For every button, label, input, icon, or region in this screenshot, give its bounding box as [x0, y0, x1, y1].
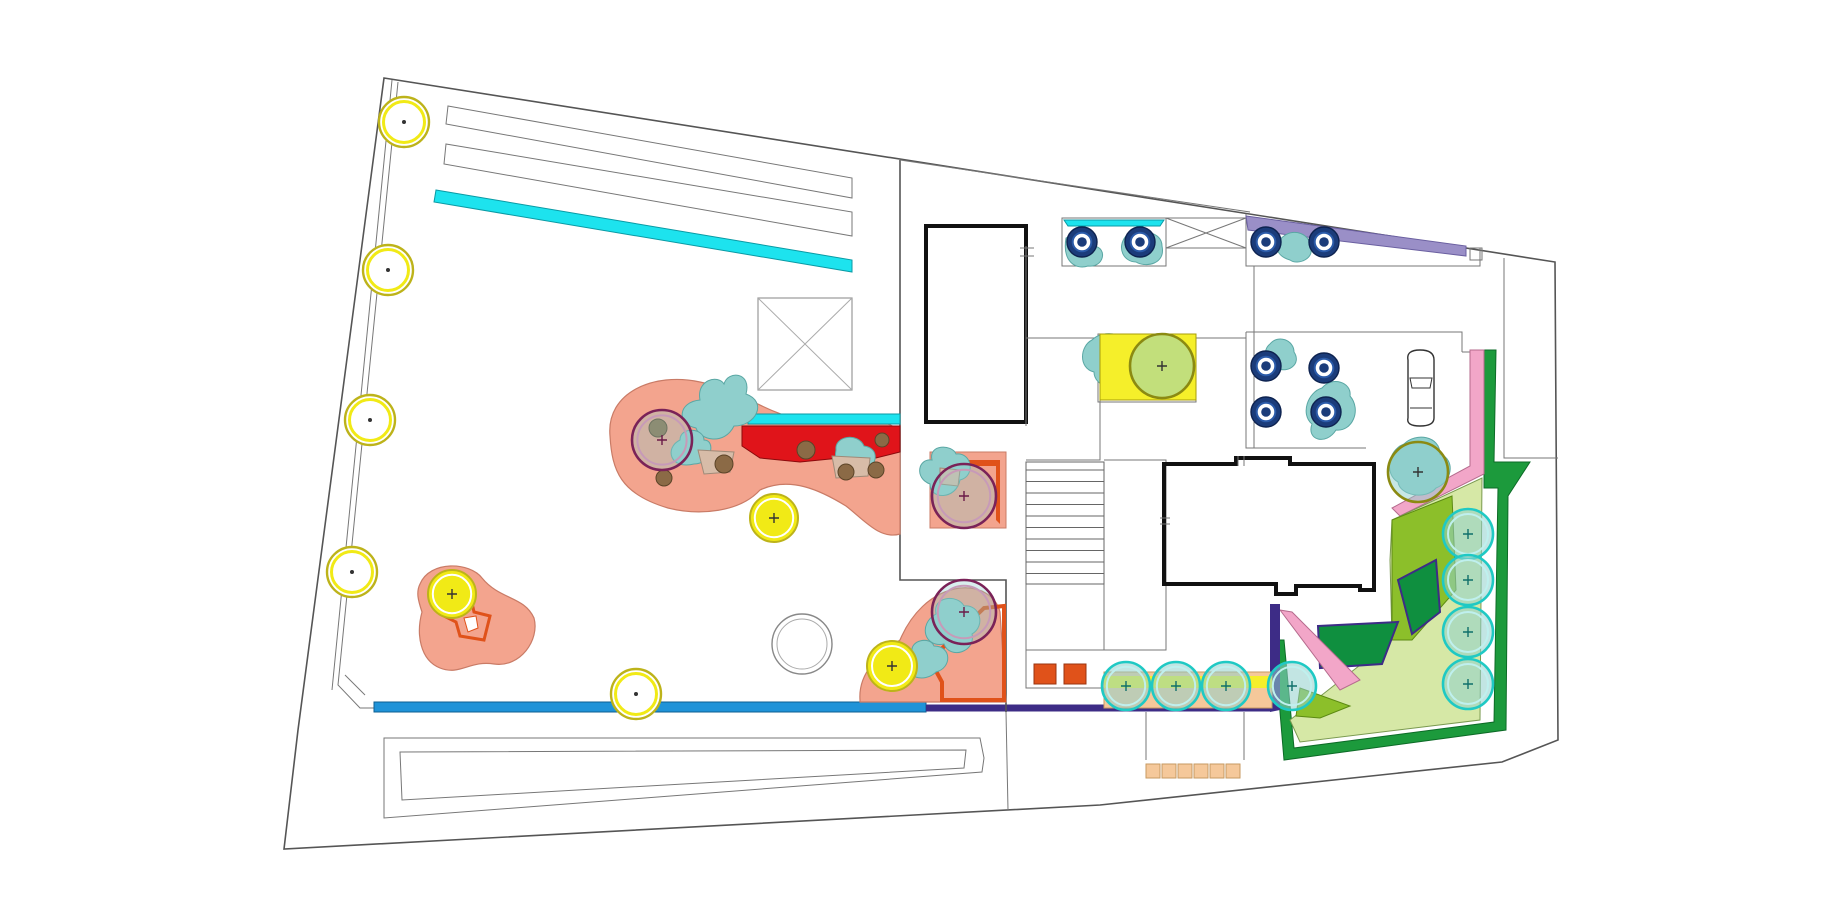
- tree-canopy-symbol: [1066, 226, 1098, 258]
- stepping-pad: [1145, 763, 1161, 779]
- tree-canopy-symbol: [609, 667, 663, 721]
- tree-canopy-symbol: [1128, 332, 1196, 400]
- tree-canopy-symbol: [1441, 605, 1495, 659]
- tree-canopy-symbol: [630, 408, 694, 472]
- tree-canopy-symbol: [866, 640, 918, 692]
- parking-stalls: [433, 105, 853, 273]
- tree-canopy-symbol: [1441, 553, 1495, 607]
- stepping-pad: [1193, 763, 1209, 779]
- cyan-planter-strip: [1063, 219, 1165, 227]
- tree-canopy-symbol: [1250, 226, 1282, 258]
- tree-canopy-symbol: [1100, 660, 1152, 712]
- stepping-pads: [1145, 763, 1241, 779]
- tree-canopy-symbol: [1250, 350, 1282, 382]
- tree-group: [325, 95, 1495, 721]
- tree-canopy-symbol: [1250, 396, 1282, 428]
- water-channel: [433, 189, 853, 273]
- tree-canopy-symbol: [1308, 352, 1340, 384]
- boulder-symbol: [874, 432, 890, 448]
- orange-tile: [1033, 663, 1057, 685]
- boulder-symbol: [655, 469, 673, 487]
- stairs-icon: [1025, 461, 1105, 585]
- boulder-symbol: [867, 461, 885, 479]
- lower-parking-bay: [383, 711, 1009, 819]
- stepping-pad: [1225, 763, 1241, 779]
- tree-canopy-symbol: [1266, 660, 1318, 712]
- wedge-garden: [1270, 349, 1531, 761]
- tree-canopy-symbol: [1308, 226, 1340, 258]
- boulder-symbol: [714, 454, 734, 474]
- skylight-icon: [757, 297, 853, 391]
- tree-canopy-symbol: [427, 569, 477, 619]
- cyan-water-strip: [747, 413, 901, 425]
- tree-canopy-symbol: [1441, 657, 1495, 711]
- tree-canopy-symbol: [325, 545, 379, 599]
- bed-lower-center-inner: [927, 603, 1006, 702]
- fountain-icon: [771, 613, 833, 675]
- tree-canopy-symbol: [749, 493, 799, 543]
- car-icon: [1407, 349, 1435, 427]
- house-footprint: [1162, 456, 1376, 596]
- tree-canopy-symbol: [1150, 660, 1202, 712]
- tree-canopy-symbol: [930, 578, 998, 646]
- orange-tile: [1063, 663, 1087, 685]
- tree-canopy-symbol: [361, 243, 415, 297]
- boulder-symbol: [648, 418, 668, 438]
- boulder-symbol: [796, 440, 816, 460]
- boulder-symbol: [837, 463, 855, 481]
- stairs-outline: [1025, 461, 1105, 585]
- tree-canopy-symbol: [1386, 440, 1450, 504]
- tree-canopy-symbol: [1310, 396, 1342, 428]
- stepping-pad: [1209, 763, 1225, 779]
- tree-canopy-symbol: [343, 393, 397, 447]
- tree-canopy-symbol: [1441, 507, 1495, 561]
- stepping-pad: [1161, 763, 1177, 779]
- tree-canopy-symbol: [377, 95, 431, 149]
- lavender-planter-strip: [1245, 215, 1467, 257]
- tree-canopy-symbol: [1124, 226, 1156, 258]
- tree-canopy-symbol: [930, 462, 998, 530]
- tree-canopy-symbol: [1200, 660, 1252, 712]
- stepping-pad: [1177, 763, 1193, 779]
